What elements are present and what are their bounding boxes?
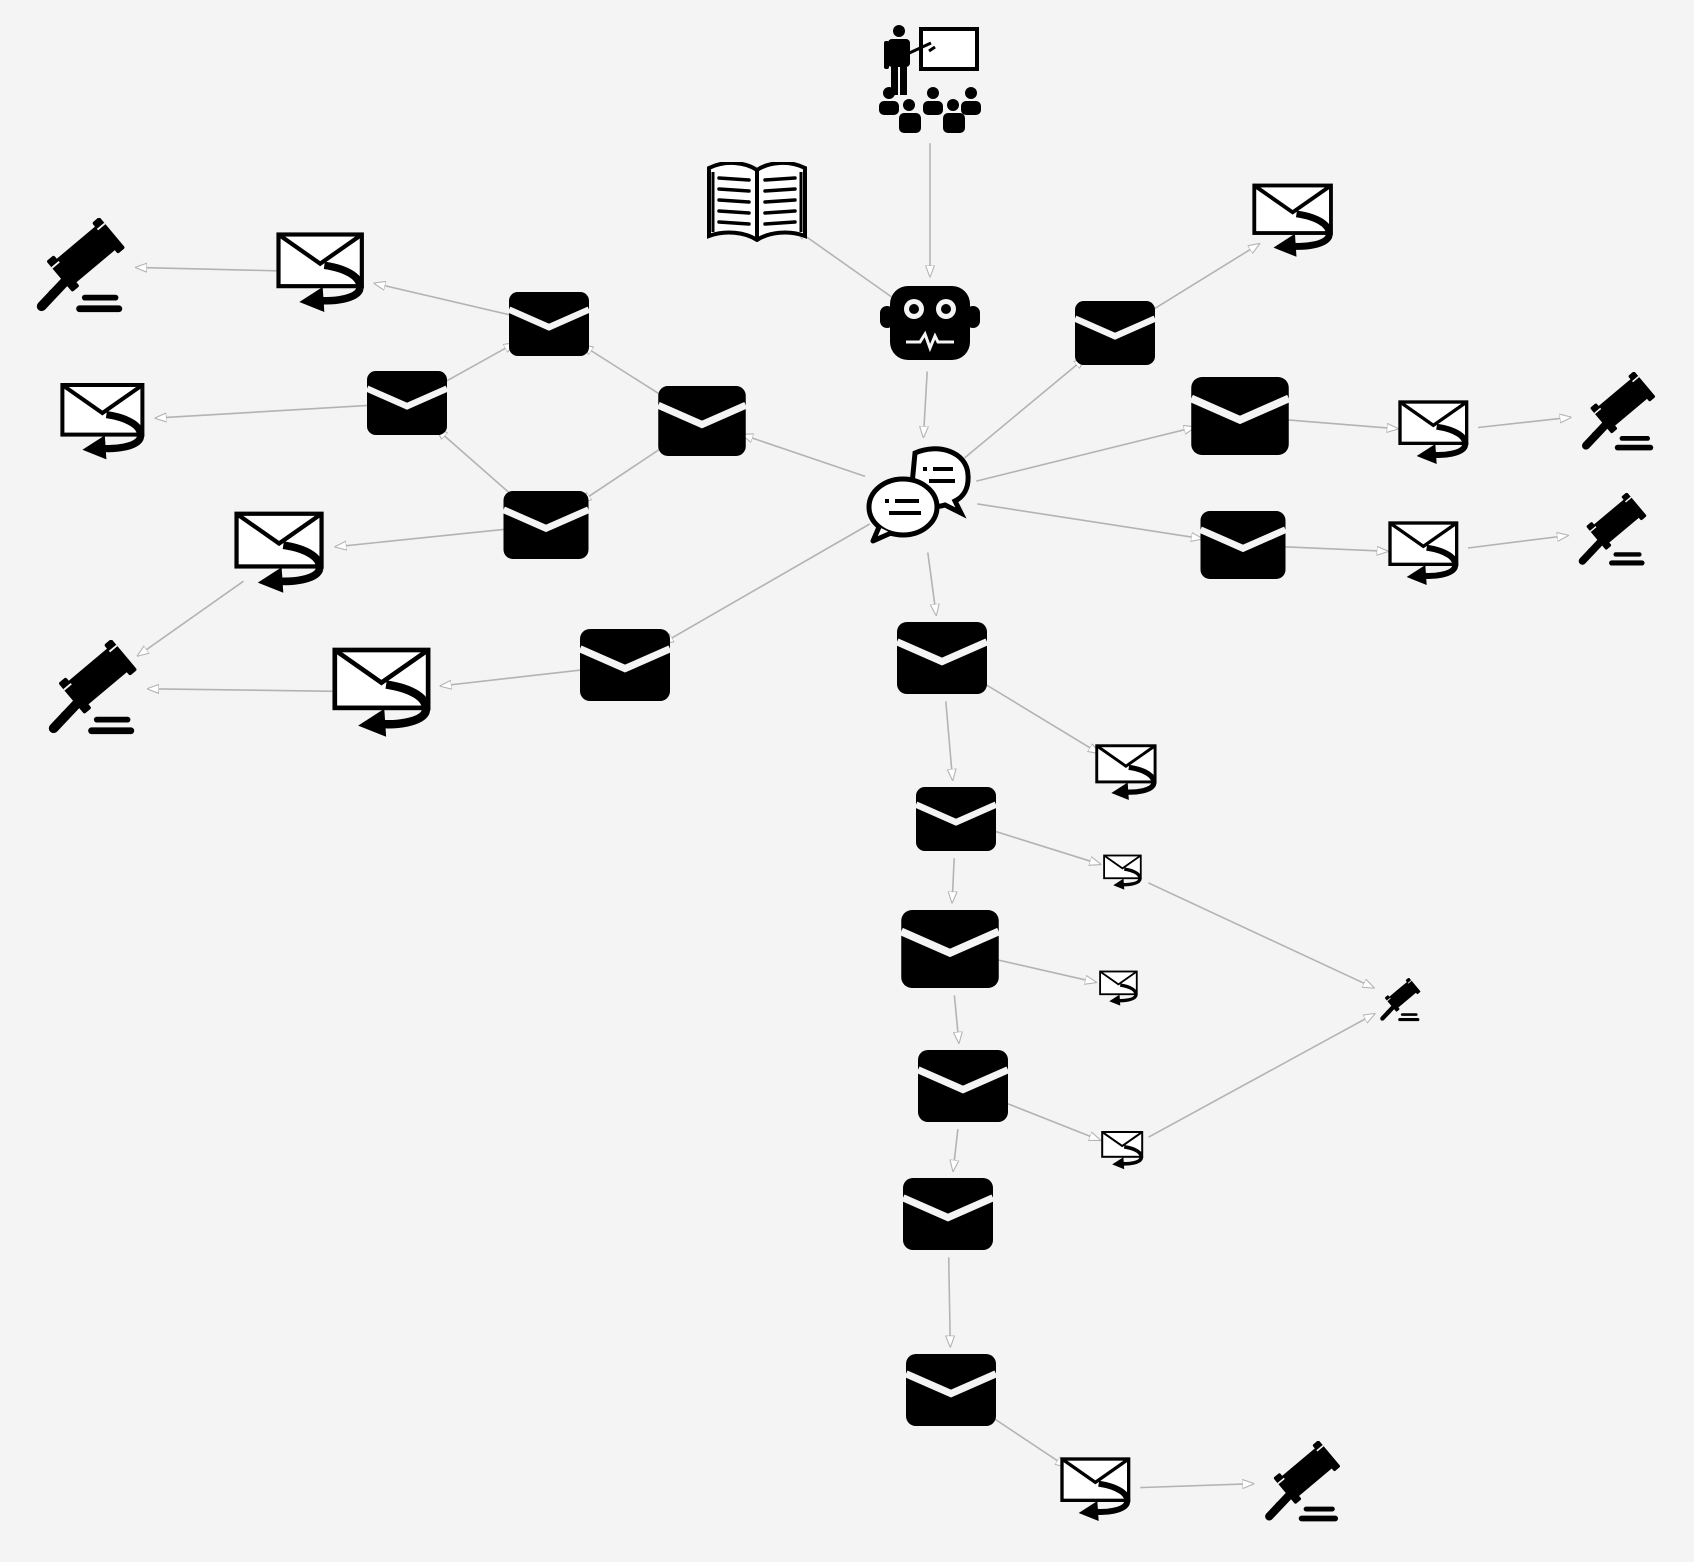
arrow-chat-to-m11 (927, 552, 936, 616)
arrow-m14-to-m15 (953, 1129, 958, 1171)
robot-icon-robot (880, 284, 980, 362)
edge-layer (136, 143, 1571, 1487)
arrow-m6-to-r7 (441, 669, 582, 686)
arrow-r11-to-g5 (1148, 1014, 1375, 1138)
arrow-m4-to-m8 (580, 443, 668, 503)
arrow-m1-to-r1 (1147, 244, 1259, 314)
filled-mail-icon-m11 (897, 622, 987, 694)
mail-reply-icon-r11 (1101, 1130, 1145, 1170)
mail-reply-icon-r2 (1400, 402, 1467, 464)
arrow-m12-to-m13 (952, 858, 954, 902)
arrow-r12-to-g6 (1140, 1484, 1253, 1488)
mail-reply-icon-r10 (1099, 969, 1139, 1007)
filled-mail-icon-m5 (509, 292, 589, 356)
arrow-r9-to-g5 (1148, 882, 1373, 988)
arrow-m8-to-m7 (437, 429, 516, 499)
presenter-audience-icon-presenter (877, 25, 983, 135)
mail-reply-icon-r12 (1062, 1459, 1129, 1521)
arrow-r7-to-g4 (148, 689, 336, 692)
open-book-icon-book (707, 162, 807, 242)
arrow-m13-to-r10 (995, 958, 1096, 982)
arrow-m14-to-r11 (1003, 1101, 1100, 1140)
filled-mail-icon-m14 (918, 1050, 1008, 1122)
arrow-m15-to-m16 (949, 1257, 951, 1346)
arrow-robot-to-book (796, 229, 892, 298)
arrow-chat-to-m2 (976, 427, 1195, 482)
filled-mail-icon-m15 (903, 1178, 993, 1250)
arrow-r2-to-g2 (1478, 417, 1571, 429)
gavel-icon-g2 (1586, 371, 1656, 450)
filled-mail-icon-m16 (906, 1354, 996, 1426)
arrow-chat-to-m3 (977, 503, 1202, 539)
arrow-m2-to-r2 (1286, 419, 1397, 429)
mail-reply-icon-r7 (335, 650, 428, 737)
arrow-m5-to-r5 (374, 283, 511, 316)
filled-mail-icon-m7 (367, 371, 447, 435)
arrow-m7-to-r4 (156, 404, 368, 418)
arrow-r5-to-g1 (136, 267, 277, 270)
filled-mail-icon-m6 (580, 629, 670, 701)
mail-reply-icon-r4 (62, 385, 142, 459)
arrow-m11-to-m12 (945, 701, 953, 780)
arrow-r6-to-g4 (138, 580, 244, 656)
filled-mail-icon-m13 (901, 910, 999, 988)
filled-mail-icon-m8 (504, 491, 589, 559)
arrow-chat-to-m1 (964, 358, 1085, 459)
arrow-m4-to-m5 (582, 345, 667, 399)
mail-reply-icon-r8 (1097, 746, 1155, 800)
arrow-m13-to-m14 (954, 995, 959, 1042)
arrow-r3-to-g3 (1467, 536, 1568, 549)
mail-reply-icon-r1 (1254, 186, 1331, 257)
arrow-chat-to-m4 (742, 435, 866, 478)
arrow-robot-to-chat (923, 371, 927, 438)
node-layer (42, 25, 1656, 1521)
gavel-icon-g3 (1582, 492, 1646, 565)
arrow-m16-to-r12 (986, 1413, 1066, 1467)
arrow-m8-to-r6 (336, 528, 505, 547)
chat-bubbles-icon-chat (869, 449, 968, 541)
arrow-m11-to-r8 (978, 679, 1099, 754)
filled-mail-icon-m12 (916, 787, 996, 851)
gavel-icon-g4 (54, 639, 138, 734)
gavel-icon-g6 (1269, 1440, 1340, 1521)
filled-mail-icon-m1 (1075, 301, 1155, 365)
mail-reply-icon-r3 (1390, 523, 1457, 585)
arrow-m7-to-m5 (440, 343, 514, 385)
mail-reply-icon-r9 (1103, 853, 1143, 891)
filled-mail-icon-m2 (1191, 377, 1289, 455)
mail-reply-icon-r5 (279, 235, 362, 313)
arrow-m12-to-r9 (993, 830, 1101, 865)
filled-mail-icon-m3 (1201, 511, 1286, 579)
mail-reply-icon-r6 (237, 514, 322, 593)
filled-mail-icon-m4 (658, 386, 746, 456)
arrow-chat-to-m6 (663, 523, 871, 643)
gavel-icon-g1 (42, 217, 126, 312)
arrow-m3-to-r3 (1284, 547, 1387, 552)
gavel-icon-g5 (1382, 977, 1420, 1021)
